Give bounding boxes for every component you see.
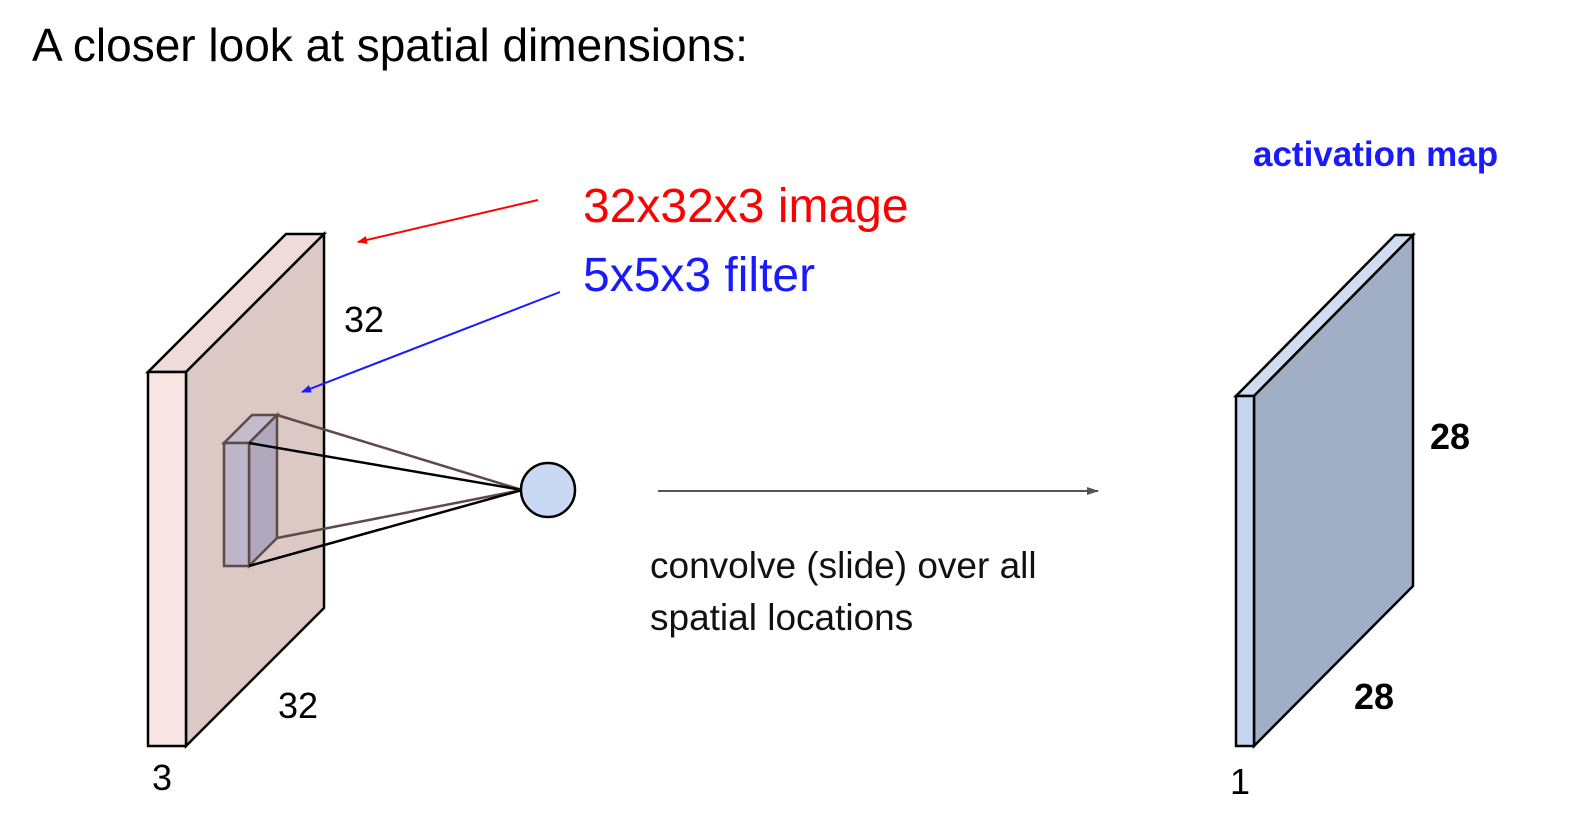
output-width-label: 28 [1354, 676, 1395, 717]
filter-block [220, 411, 281, 570]
convolve-description-line2: spatial locations [650, 596, 914, 638]
output-neuron [519, 461, 577, 519]
slide-title: A closer look at spatial dimensions: [32, 19, 748, 71]
input-height-label: 32 [344, 299, 385, 340]
projection-lines [248, 413, 523, 568]
input-depth-label: 3 [152, 757, 173, 798]
filter-face [247, 411, 279, 570]
input-width-label: 32 [278, 685, 319, 726]
convolve-description-line1: convolve (slide) over all [650, 545, 1037, 586]
convolve-description: convolve (slide) over all spatial locati… [650, 540, 1037, 644]
input-volume-front [146, 370, 188, 748]
output-depth-label: 1 [1230, 761, 1251, 802]
image-label-arrow [357, 199, 539, 244]
filter-front [222, 441, 251, 568]
activation-map-label: activation map [1253, 135, 1499, 174]
image-label: 32x32x3 image [583, 180, 909, 233]
filter-label-arrow [301, 291, 561, 393]
activation-map-front [1234, 394, 1256, 748]
activation-map-volume [1233, 231, 1416, 750]
filter-label: 5x5x3 filter [583, 249, 816, 302]
output-height-label: 28 [1430, 416, 1471, 457]
